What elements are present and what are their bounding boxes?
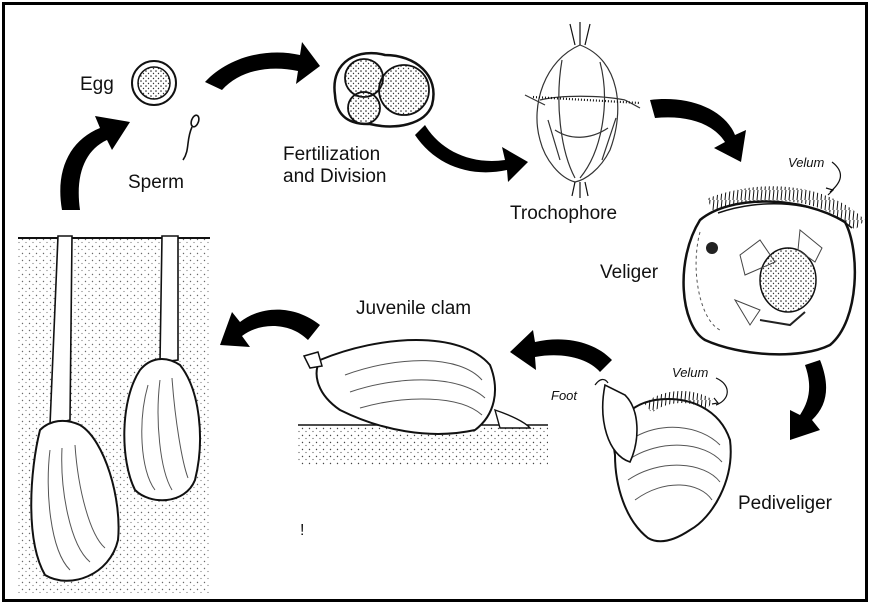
label-fertilization-line2: and Division [283,166,387,188]
label-fertilization-line1: Fertilization [283,144,380,166]
adult-clams-illustration [18,236,210,593]
pediveliger-illustration [603,385,731,541]
label-sperm: Sperm [128,172,184,194]
label-pediveliger: Pediveliger [738,493,832,515]
arrow-egg-to-fertilization [205,42,320,90]
egg-illustration [132,61,176,105]
stray-mark: ! [300,520,304,542]
juvenile-clam-illustration [298,340,548,465]
label-velum-veliger: Velum [788,152,824,174]
arrow-veliger-to-pediveliger [790,360,826,440]
veliger-illustration [684,193,860,354]
label-egg: Egg [80,74,114,96]
label-trochophore: Trochophore [510,203,617,225]
arrow-fertilization-to-trochophore [415,125,528,182]
label-veliger: Veliger [600,262,658,284]
label-foot: Foot [551,385,577,407]
label-velum-pediveliger: Velum [672,362,708,384]
sperm-illustration [183,114,200,160]
trochophore-illustration [525,22,640,198]
label-juvenile-clam: Juvenile clam [356,298,471,320]
dividing-cell-illustration [334,53,433,126]
arrow-juvenile-to-adult [220,310,320,347]
arrow-adult-to-egg [60,116,130,210]
arrow-trochophore-to-veliger [650,99,746,162]
arrow-pediveliger-to-juvenile [510,330,612,372]
